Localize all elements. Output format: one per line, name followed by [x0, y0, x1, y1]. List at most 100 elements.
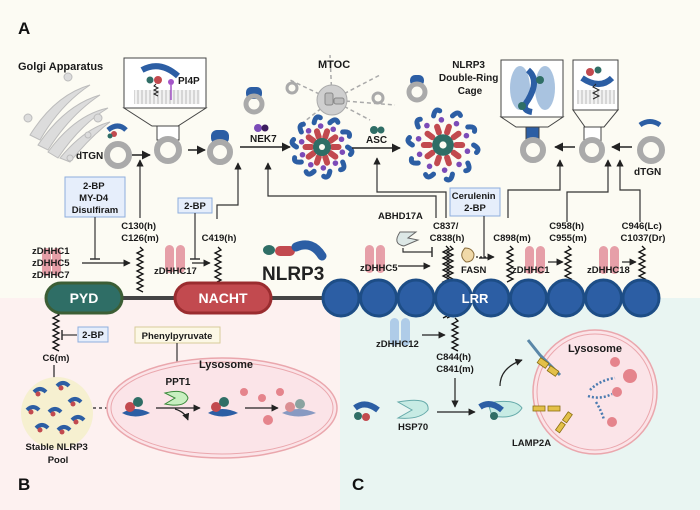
protease-icons: [240, 388, 284, 425]
panel-label-a: A: [18, 19, 30, 38]
site-c419-label: C419(h): [202, 233, 237, 244]
hsp70-label: HSP70: [398, 422, 428, 433]
lrr-domain: [321, 278, 661, 318]
nlrp3-molecule: [59, 429, 65, 435]
nlrp3-molecule: [73, 419, 79, 425]
nacht-subunit: [327, 134, 339, 144]
abhd17a-label: ABHD17A: [378, 211, 423, 222]
fasn-icon: [461, 247, 475, 263]
lrr-subunit: [463, 160, 472, 174]
zdhhc1-label: zDHHC1: [512, 265, 550, 276]
nlrp3-molecule: [50, 411, 56, 417]
palmitate-chain: [213, 246, 223, 287]
dtgn-label-right: dTGN: [634, 167, 661, 178]
lrr-subunit: [297, 121, 306, 135]
membrane-anchor-inset: [572, 59, 620, 163]
zdhhc18-label: zDHHC18: [587, 265, 630, 276]
nacht-subunit: [424, 149, 436, 160]
nek7-subunit: [332, 160, 339, 166]
nacht-subunit: [313, 153, 322, 166]
dtgn-label-left: dTGN: [76, 151, 103, 162]
nacht-subunit: [420, 142, 433, 148]
lrr-subunit: [340, 129, 352, 139]
phenylpyruvate-box: Phenylpyruvate: [134, 326, 221, 344]
pi4p-label: PI4P: [178, 76, 200, 87]
zdhhc1-icon: [525, 246, 545, 274]
asc-icon: [377, 126, 385, 134]
nek7-subunit: [317, 123, 324, 129]
zdhhc12-icon: [390, 318, 410, 346]
lamp2a-label: LAMP2A: [512, 438, 551, 449]
lrr-repeat: [584, 278, 623, 318]
site-c6-label: C6(m): [43, 353, 70, 364]
site-c844-label: C844(h) C841(m): [436, 352, 474, 375]
site-c946-label: C946(Lc) C1037(Dr): [621, 221, 666, 244]
nlrp3-molecule: [37, 427, 43, 433]
lrr-subunit: [431, 107, 443, 119]
unfolded-peptides: [587, 376, 616, 421]
nlrp3-molecule: [70, 401, 76, 407]
zdhhc5-icon: [365, 245, 385, 273]
nek7-subunit: [415, 135, 422, 142]
cage-label: NLRP3 Double-Ring Cage: [439, 60, 501, 97]
nlrp3-vesicle: [243, 87, 265, 115]
nacht-subunit: [444, 123, 452, 136]
nlrp3-degraded: [282, 399, 316, 417]
double-ring-cage-inset: [499, 59, 565, 163]
nlrp3-molecule: [55, 381, 71, 388]
pi4p-membrane-inset: [122, 57, 208, 127]
svg-text:2-BP: 2-BP: [82, 330, 104, 341]
nlrp3-protein-icon: [106, 123, 128, 139]
arrow: [174, 408, 190, 421]
zdhhc18-icon: [599, 246, 619, 274]
lrr-subunit: [303, 168, 317, 177]
nlrp3-cluster-vesicle: [207, 130, 233, 165]
nlrp3-depalmitoylated: [208, 397, 238, 417]
lrr-repeat: [621, 278, 661, 318]
lrr-subunit: [471, 142, 481, 155]
mtoc-icon: [289, 54, 396, 126]
mtoc-title: MTOC: [318, 59, 350, 71]
zdhhc-enzyme-icon: [42, 248, 61, 276]
small-vesicle: [371, 91, 385, 105]
palmitate-chain: [563, 245, 573, 283]
nek7-subunit: [464, 148, 471, 155]
nek7-label: NEK7: [250, 134, 277, 145]
nlrp3-c-palmitoylated: [353, 401, 380, 421]
nacht-subunit: [302, 144, 315, 150]
nacht-subunit: [434, 154, 442, 167]
nacht-subunit: [329, 144, 342, 150]
lamp2a-icon: [526, 339, 573, 434]
nacht-subunit: [327, 150, 339, 160]
nlrp3-vesicle: [406, 75, 428, 103]
lrr-subunit: [408, 156, 421, 166]
lrr-repeat: [321, 278, 361, 318]
dtgn-vesicle-left: [104, 141, 132, 169]
nlrp3-asc-inflammasome: [405, 107, 481, 183]
pyd-domain: [44, 281, 124, 315]
ppt1-label: PPT1: [165, 377, 190, 388]
lrr-repeat: [546, 278, 586, 318]
arrow: [499, 358, 523, 387]
nek7-subunit: [416, 151, 423, 158]
lysosome-c: [532, 329, 658, 455]
lrr-subunit: [321, 168, 333, 180]
lrr-subunit: [311, 114, 323, 126]
zdhhc-group-label: zDHHC1 zDHHC5 zDHHC7: [32, 246, 72, 281]
zdhhc5-label: zDHHC5: [360, 263, 398, 274]
nek7-subunit: [320, 165, 327, 171]
nlrp3-molecule: [32, 387, 48, 394]
site-c898-label: C898(m): [493, 233, 531, 244]
nacht-subunit: [313, 128, 322, 141]
nek7-icon: [254, 124, 262, 132]
lrr-subunit: [414, 116, 423, 130]
nacht-subunit: [450, 130, 462, 141]
nlrp3-molecule: [28, 409, 34, 415]
golgi-apparatus-icon: [23, 72, 111, 163]
nek7-subunit: [424, 122, 430, 129]
nlrp3-protein-icon: [638, 119, 662, 128]
inhibitor-box-2bp-myd4-disulfiram: 2-BP MY-D4 Disulfiram: [64, 176, 126, 218]
abhd17a-icon: [396, 231, 420, 247]
inhibition-line: [402, 248, 432, 253]
dtgn-vesicle-pi4p: [154, 136, 182, 164]
